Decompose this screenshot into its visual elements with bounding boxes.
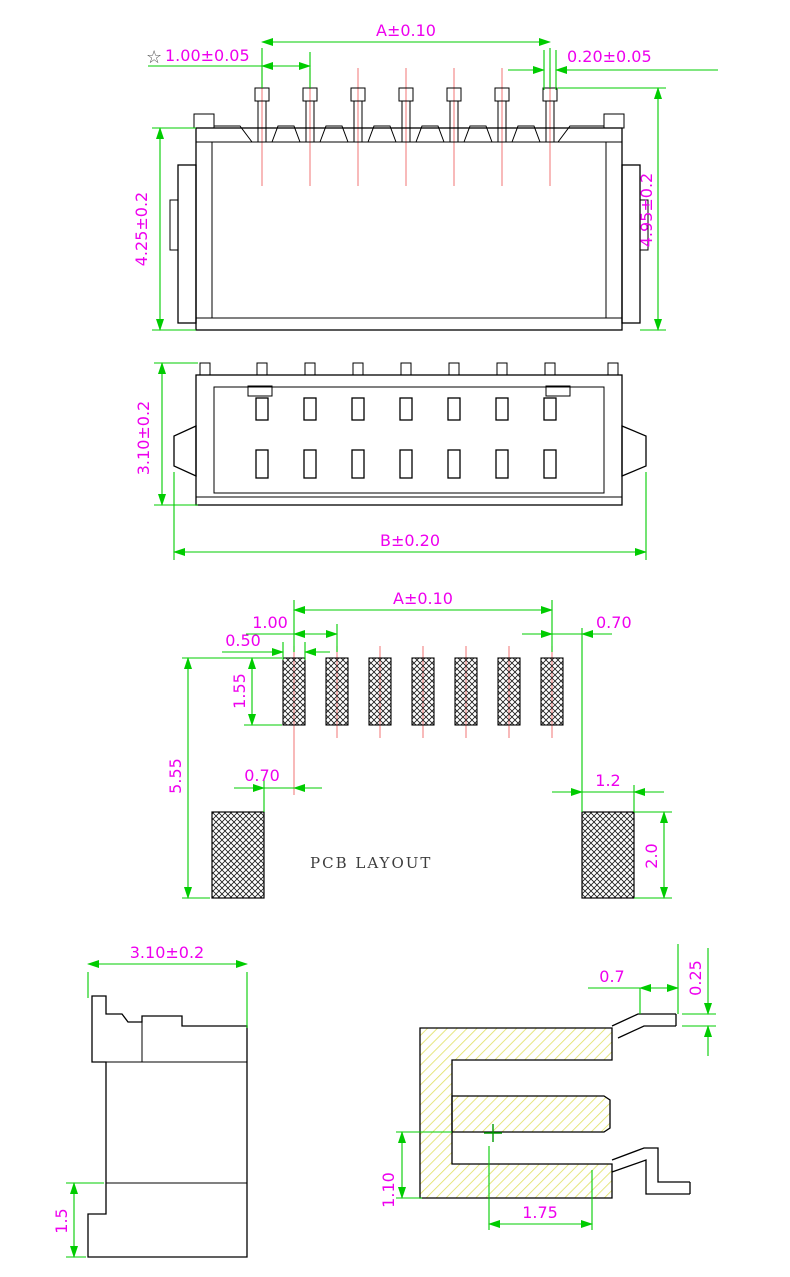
- dim-anchor-height-label: 2.0: [642, 843, 661, 868]
- star-icon: ☆: [146, 47, 162, 68]
- dim-a-label: A±0.10: [376, 21, 436, 40]
- dim-anchor-width-label: 1.2: [595, 771, 620, 790]
- dim-height-total: 4.95±0.2: [558, 87, 666, 331]
- dim-depth-plan-label: 3.10±0.2: [134, 401, 153, 475]
- dim-anchor-width: 1.2: [552, 771, 664, 812]
- smt-pads: [282, 657, 564, 726]
- dim-lead-thickness-label: 0.25: [686, 960, 705, 996]
- dim-pitch-label: 1.00±0.05: [165, 46, 250, 65]
- dim-pitch-pcb-label: 1.00: [252, 613, 288, 632]
- side-profile-outline: [87, 995, 248, 1258]
- dim-b: B±0.20: [173, 472, 647, 560]
- dim-lead-thickness: 0.25: [682, 948, 716, 1056]
- plan-contact-slots-top: [255, 397, 557, 421]
- dim-right-offset-label: 0.70: [596, 613, 632, 632]
- dim-left-offset: 0.70: [234, 766, 322, 812]
- pin-centerlines: [261, 68, 551, 186]
- dim-lead-offset: 0.7: [588, 944, 679, 1014]
- front-view: A±0.10 ☆ 1.00±0.05 0.20±0.05 4.25±0.2 4: [132, 21, 718, 331]
- anchor-pad-right: [581, 811, 635, 899]
- dim-left-offset-label: 0.70: [244, 766, 280, 785]
- dim-span: 5.55: [166, 657, 282, 899]
- dim-cavity-height: 1.10: [379, 1131, 452, 1208]
- anchor-pad-left: [211, 811, 265, 899]
- dim-height-total-label: 4.95±0.2: [637, 173, 656, 247]
- dim-pad-width-label: 0.50: [225, 631, 261, 650]
- plan-right-wing: [621, 425, 647, 477]
- side-view: 3.10±0.2 1.5: [52, 943, 248, 1258]
- dim-pin-width: 0.20±0.05: [508, 47, 718, 90]
- section-body-hatched: [419, 1027, 613, 1199]
- plan-view: 3.10±0.2 B±0.20: [134, 362, 647, 560]
- dim-span-label: 5.55: [166, 758, 185, 794]
- dim-anchor-height: 2.0: [634, 811, 672, 899]
- dim-pad-height: 1.55: [230, 657, 282, 726]
- dim-standoff: 1.5: [52, 1182, 104, 1258]
- plan-left-wing: [173, 424, 197, 478]
- section-center-cross: [484, 1124, 502, 1142]
- dim-height-body-label: 4.25±0.2: [132, 192, 151, 266]
- dim-right-offset: 0.70: [522, 613, 632, 812]
- dim-a-pcb-label: A±0.10: [393, 589, 453, 608]
- dim-pad-height-label: 1.55: [230, 673, 249, 709]
- section-bottom-lead: [611, 1147, 691, 1195]
- dim-pad-width: 0.50: [222, 631, 330, 660]
- connector-body-front: [169, 113, 649, 331]
- dim-cavity-width: 1.75: [488, 1146, 593, 1230]
- dim-depth-plan: 3.10±0.2: [134, 362, 198, 506]
- dim-a-pcb: A±0.10: [293, 589, 553, 652]
- plan-contact-slots-bottom: [255, 449, 557, 479]
- dim-b-label: B±0.20: [380, 531, 440, 550]
- dim-pin-width-label: 0.20±0.05: [567, 47, 652, 66]
- dim-standoff-label: 1.5: [52, 1208, 71, 1233]
- dim-a-front: A±0.10: [261, 21, 551, 88]
- section-top-lead: [611, 1013, 677, 1039]
- dim-cavity-height-label: 1.10: [379, 1172, 398, 1208]
- dim-pitch-pcb: 1.00: [246, 613, 338, 652]
- section-tongue-hatched: [451, 1095, 611, 1133]
- dim-height-body: 4.25±0.2: [132, 127, 196, 331]
- plan-anchor-slots: [247, 385, 571, 397]
- dim-pitch-front: ☆ 1.00±0.05: [146, 46, 311, 88]
- dim-depth-side-label: 3.10±0.2: [130, 943, 204, 962]
- pcb-layout-title: PCB LAYOUT: [310, 854, 432, 872]
- dim-depth-side: 3.10±0.2: [87, 943, 248, 1028]
- pcb-layout-view: A±0.10 1.00 0.50 0.70 1.55: [166, 589, 672, 899]
- dim-cavity-width-label: 1.75: [522, 1203, 558, 1222]
- plan-top-tabs: [199, 362, 619, 376]
- dim-lead-offset-label: 0.7: [599, 967, 624, 986]
- section-view: 0.7 0.25 1.75 1.10: [379, 944, 716, 1230]
